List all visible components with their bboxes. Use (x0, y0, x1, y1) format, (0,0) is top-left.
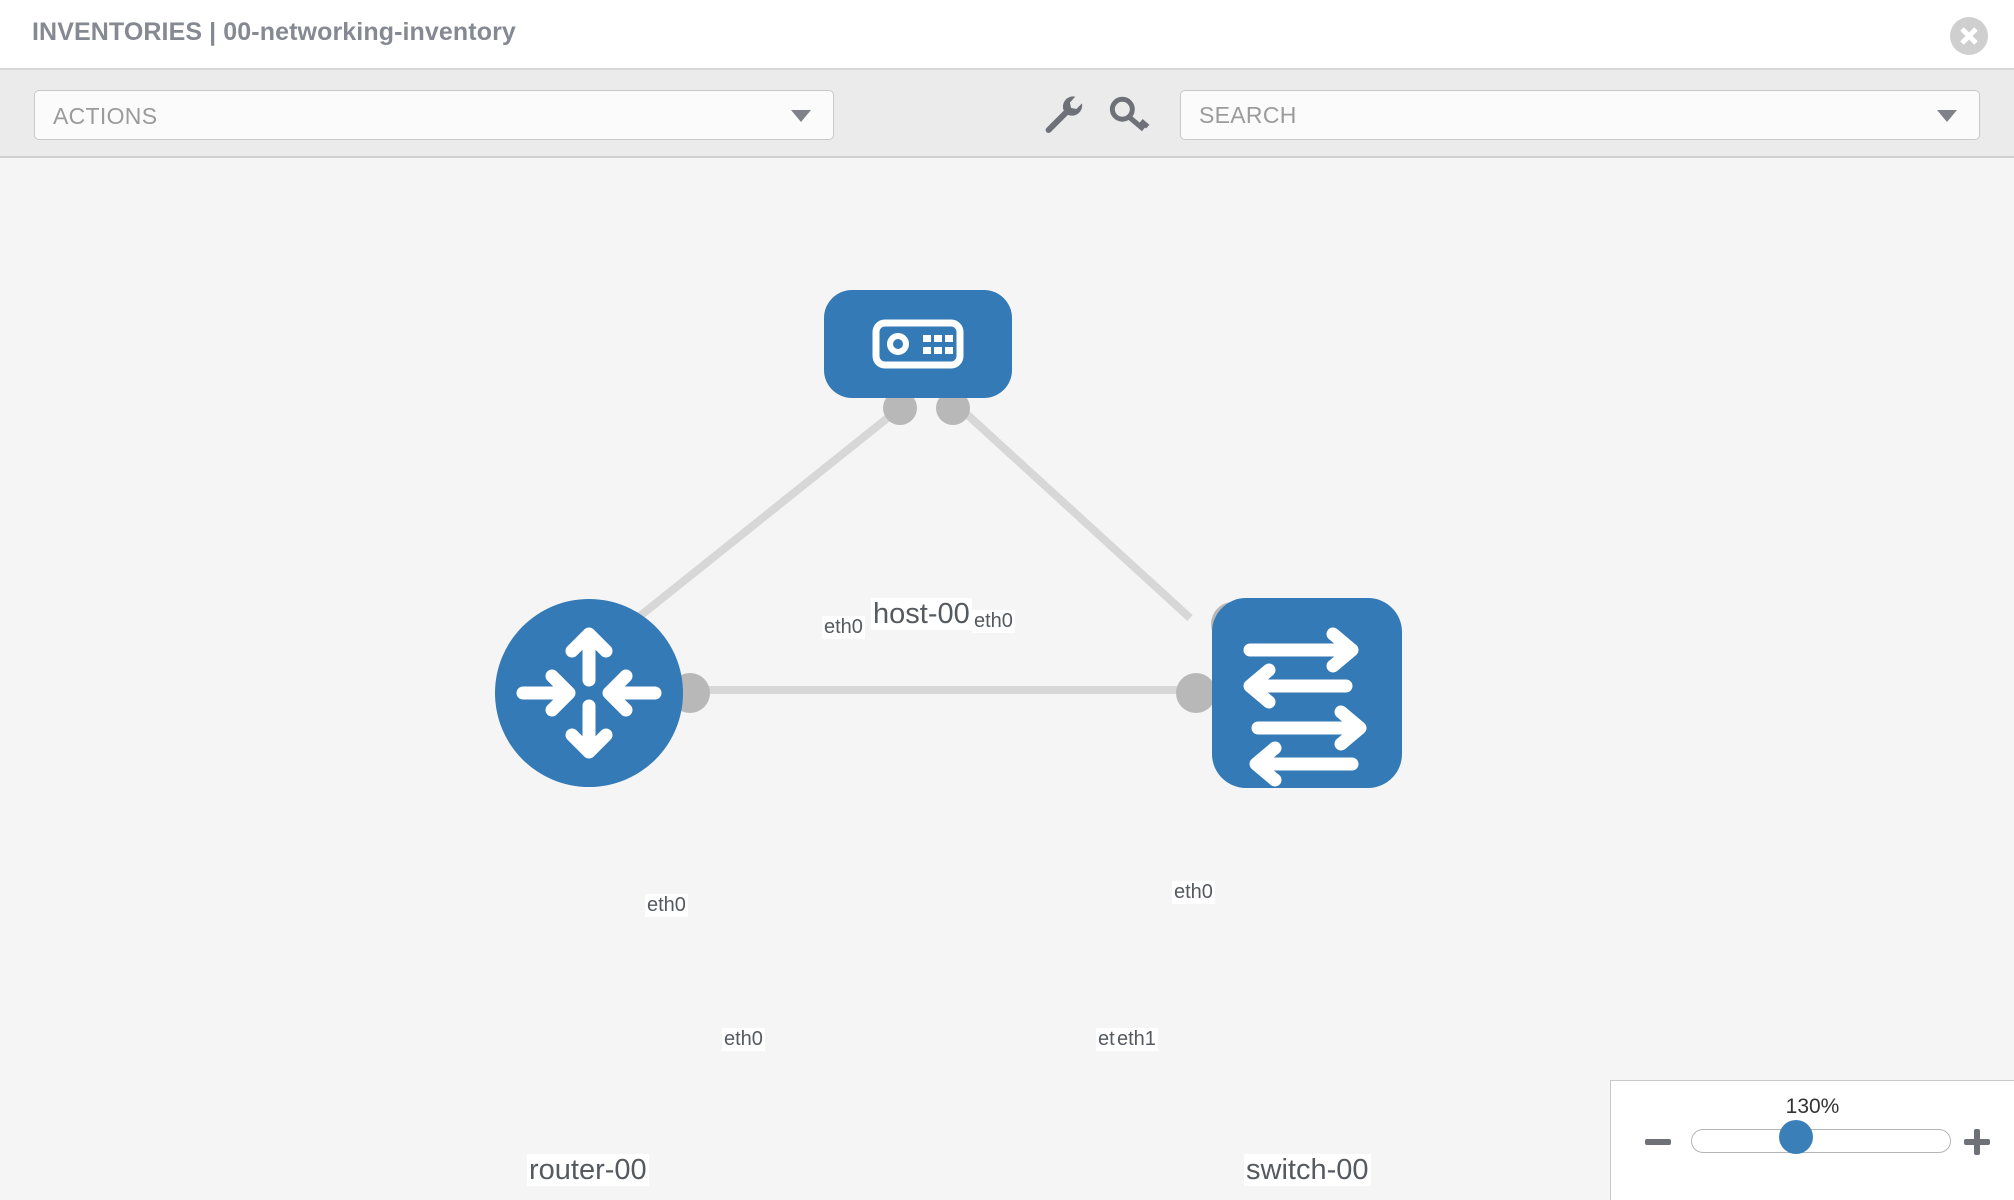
close-icon[interactable] (1950, 17, 1988, 55)
actions-dropdown[interactable]: ACTIONS (34, 90, 834, 140)
endpoint-dot[interactable] (1176, 673, 1216, 713)
node-label-router-00[interactable]: router-00 (527, 1154, 649, 1187)
actions-dropdown-label: ACTIONS (53, 103, 158, 129)
zoom-slider-thumb[interactable] (1779, 1120, 1813, 1154)
endpoint-dot[interactable] (936, 391, 970, 425)
node-label-host-00[interactable]: host-00 (871, 598, 972, 631)
node-host-00[interactable] (824, 290, 1012, 398)
topology-canvas[interactable]: host-00 router-00 switch-00 eth0 eth0 et… (0, 158, 2014, 1200)
switch-arrows-icon (1243, 627, 1367, 787)
endpoint-dot[interactable] (883, 391, 917, 425)
key-icon[interactable] (1107, 92, 1153, 138)
interface-label-router00-uplink[interactable]: eth0 (645, 894, 688, 917)
chevron-down-icon[interactable] (1937, 110, 1957, 122)
plus-icon[interactable] (1962, 1127, 1992, 1157)
page-title: INVENTORIES | 00-networking-inventory (32, 18, 516, 46)
page-header: INVENTORIES | 00-networking-inventory (0, 0, 2014, 70)
node-router-00[interactable] (495, 599, 683, 787)
topology-links (622, 404, 1193, 694)
node-switch-00[interactable] (1212, 598, 1402, 788)
interface-label-router00-eth0[interactable]: eth0 (722, 1028, 765, 1051)
link-host00-switch00[interactable] (957, 405, 1193, 621)
plus-icon-bar-v (1974, 1129, 1980, 1155)
link-host00-router00[interactable] (622, 404, 903, 632)
zoom-level-value: 130% (1785, 1095, 1840, 1118)
chevron-down-icon (791, 110, 811, 122)
topology-interface-endpoints (670, 391, 1255, 713)
search-input[interactable] (1197, 91, 1917, 139)
server-icon (872, 319, 964, 369)
zoom-control-panel: 130% (1610, 1080, 2014, 1200)
toolbar: ACTIONS (0, 70, 2014, 158)
interface-label-host00-left[interactable]: eth0 (822, 616, 865, 639)
wrench-icon[interactable] (1040, 92, 1086, 138)
zoom-slider-track[interactable] (1691, 1129, 1951, 1153)
router-arrows-icon (516, 627, 662, 759)
interface-label-host00-right[interactable]: eth0 (972, 610, 1015, 633)
topology-graph (495, 290, 1402, 788)
interface-label-switch00-uplink[interactable]: eth0 (1172, 881, 1215, 904)
interface-label-switch00-eth1[interactable]: eth1 (1115, 1028, 1158, 1051)
minus-icon[interactable] (1643, 1127, 1673, 1157)
node-label-switch-00[interactable]: switch-00 (1244, 1154, 1371, 1187)
minus-icon-bar (1645, 1139, 1671, 1145)
search-field[interactable] (1180, 90, 1980, 140)
